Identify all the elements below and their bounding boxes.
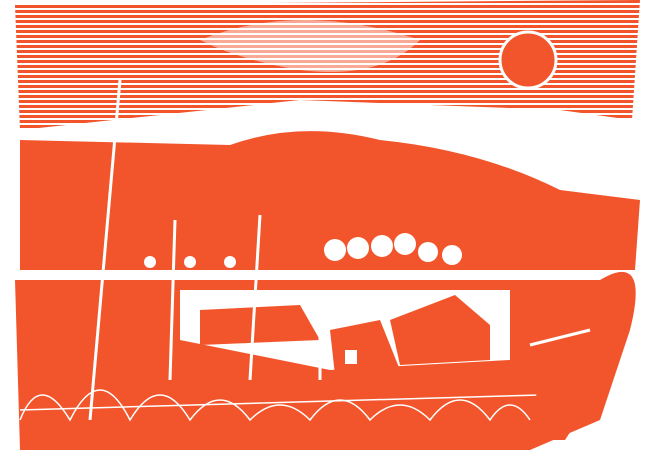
village-houses: [200, 295, 490, 375]
horizon-band: [20, 270, 640, 278]
barbed-wire: [19, 389, 541, 422]
fence-posts: [88, 79, 322, 421]
moon: [498, 30, 558, 90]
trees: [144, 233, 462, 268]
soldier-with-rifle: [529, 295, 591, 440]
sky: [15, 0, 640, 130]
